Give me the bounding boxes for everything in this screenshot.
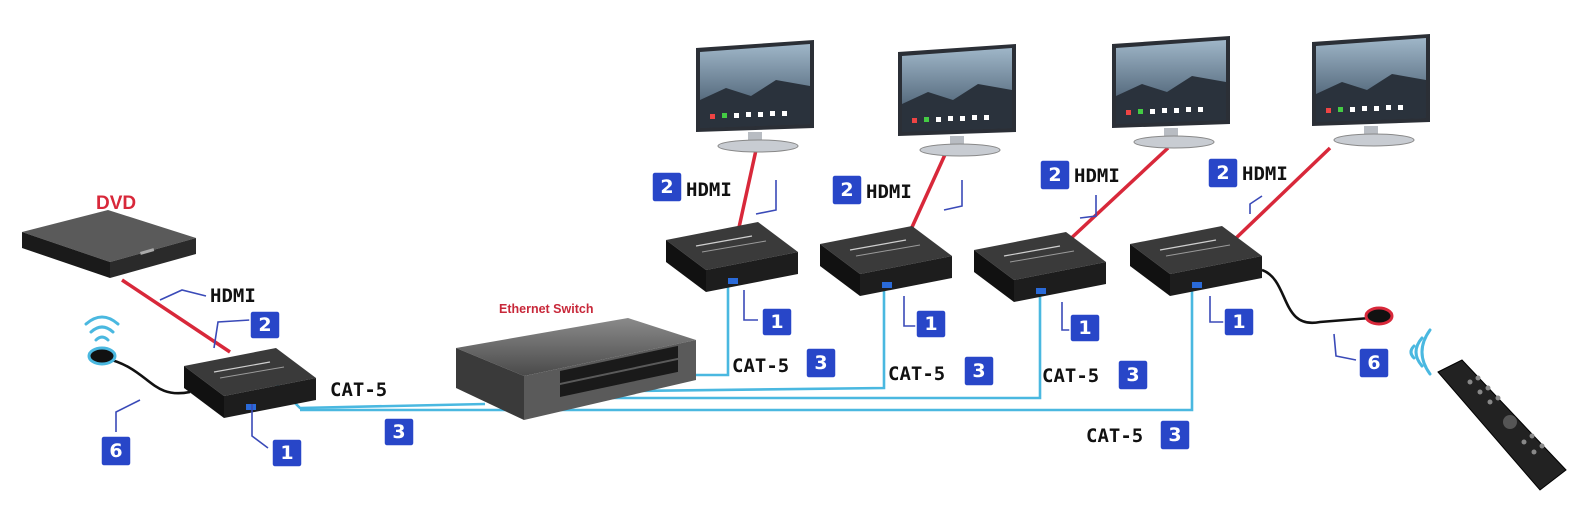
- hdmi-label: HDMI: [866, 181, 912, 203]
- badge-cat5: 3: [1159, 419, 1191, 451]
- svg-text:3: 3: [814, 352, 827, 374]
- hdmi-cables: [121, 146, 1332, 354]
- svg-text:1: 1: [1232, 311, 1245, 333]
- svg-text:3: 3: [1168, 424, 1181, 446]
- svg-text:2: 2: [840, 179, 853, 201]
- hdmi-extender-icon: [1129, 225, 1263, 297]
- ethernet-switch: Ethernet Switch: [456, 302, 696, 420]
- svg-text:1: 1: [1078, 317, 1091, 339]
- ethernet-switch-icon: [456, 318, 696, 420]
- cat5-label: CAT-5: [1086, 425, 1143, 447]
- svg-text:6: 6: [109, 440, 122, 462]
- cat5-cable-receiver-3: [560, 296, 1042, 400]
- badge-cat5: 3: [383, 417, 415, 447]
- badge-ir: 6: [1358, 347, 1390, 379]
- hdmi-extender-icon: [819, 225, 953, 297]
- badge-hdmi: 2: [249, 310, 281, 340]
- dvd-player: DVD: [22, 193, 196, 278]
- cat5-label: CAT-5: [888, 363, 945, 385]
- hdmi-cable-dvd: [121, 278, 231, 354]
- cat5-label: CAT-5: [1042, 365, 1099, 387]
- tv-displays: [695, 33, 1431, 157]
- hdmi-extender-icon: [665, 221, 799, 293]
- ir-receiver-right: [1261, 268, 1432, 376]
- svg-text:2: 2: [1048, 164, 1061, 186]
- hdmi-label: HDMI: [1242, 163, 1288, 185]
- hdmi-cable-tv-4: [1232, 146, 1332, 242]
- cat5-label: CAT-5: [330, 379, 387, 401]
- dvd-label: DVD: [96, 193, 136, 214]
- hdmi-extender-sender: [183, 347, 317, 419]
- number-badges: 1 1 1 1 1 2 2 2 2 2 3 3 3 3 3 6 6: [100, 157, 1390, 468]
- hdmi-cable-tv-1: [736, 149, 758, 233]
- cat5-cable-receiver-1: [690, 285, 730, 377]
- ir-receiver-left: [84, 315, 191, 395]
- svg-text:1: 1: [280, 442, 293, 464]
- remote-control: [1437, 359, 1567, 491]
- tv-icon: [695, 39, 815, 153]
- badge-cat5: 3: [1117, 359, 1149, 391]
- cat5-cable-receiver-2: [539, 290, 886, 394]
- badge-extender: 1: [271, 438, 303, 468]
- cable-type-labels: HDMI HDMI HDMI HDMI HDMI CAT-5 CAT-5 CAT…: [210, 163, 1288, 447]
- ir-signal-icon: [1409, 328, 1432, 376]
- hdmi-extender-receivers: [665, 221, 1263, 303]
- hdmi-extender-icon: [973, 231, 1107, 303]
- svg-text:3: 3: [392, 421, 405, 443]
- hdmi-label: HDMI: [686, 179, 732, 201]
- svg-text:1: 1: [770, 311, 783, 333]
- badge-extender: 1: [1223, 307, 1255, 337]
- ir-receiver-icon: [87, 346, 117, 366]
- badge-hdmi: 2: [651, 171, 683, 203]
- badge-hdmi: 2: [831, 174, 863, 206]
- badge-extender: 1: [761, 307, 793, 337]
- hdmi-label: HDMI: [1074, 165, 1120, 187]
- badge-ir: 6: [100, 435, 132, 467]
- tv-icon: [1111, 35, 1231, 149]
- cat5-cable-receiver-4: [300, 290, 1194, 412]
- svg-text:2: 2: [1216, 162, 1229, 184]
- svg-text:3: 3: [972, 360, 985, 382]
- svg-text:3: 3: [1126, 364, 1139, 386]
- hdmi-extender-icon: [183, 347, 317, 419]
- badge-cat5: 3: [805, 347, 837, 379]
- hdmi-label: HDMI: [210, 285, 256, 307]
- badge-extender: 1: [915, 309, 947, 339]
- dvd-player-icon: [22, 210, 196, 278]
- cat5-cables: [269, 285, 1194, 412]
- badge-extender: 1: [1069, 313, 1101, 343]
- hdmi-cable-tv-3: [1064, 146, 1170, 245]
- badge-hdmi: 2: [1207, 157, 1239, 189]
- svg-text:6: 6: [1367, 352, 1380, 374]
- tv-icon: [1311, 33, 1431, 147]
- tv-icon: [897, 43, 1017, 157]
- ir-signal-icon: [84, 315, 120, 342]
- ir-receiver-icon: [1364, 306, 1394, 326]
- remote-control-icon: [1437, 359, 1567, 491]
- switch-label: Ethernet Switch: [499, 302, 593, 316]
- hdmi-cable-tv-2: [906, 147, 950, 237]
- badge-cat5: 3: [963, 355, 995, 387]
- leader-lines: [115, 180, 1357, 449]
- svg-text:1: 1: [924, 313, 937, 335]
- svg-text:2: 2: [258, 314, 271, 336]
- svg-text:2: 2: [660, 176, 673, 198]
- badge-hdmi: 2: [1039, 159, 1071, 191]
- cat5-label: CAT-5: [732, 355, 789, 377]
